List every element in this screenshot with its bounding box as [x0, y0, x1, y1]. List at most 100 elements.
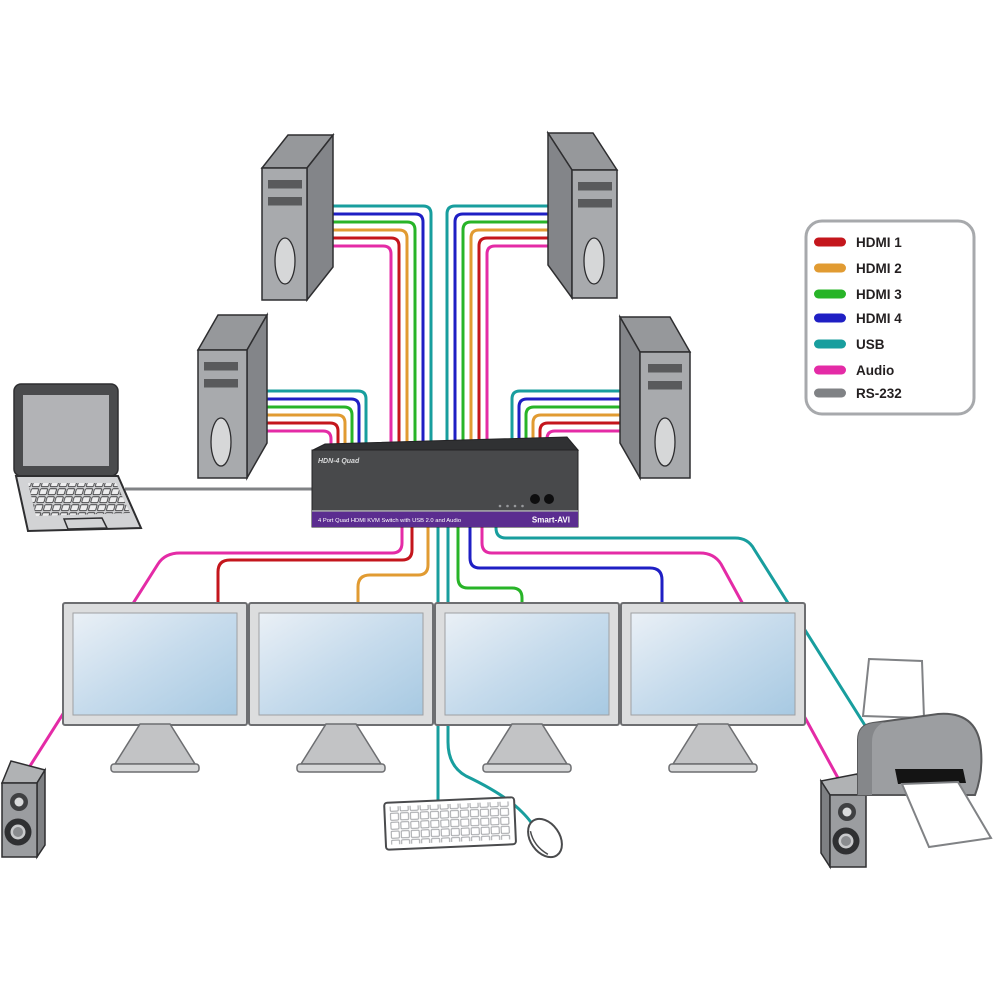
laptop-trackpad	[62, 517, 109, 530]
cables-computer-mid-left	[230, 389, 368, 447]
computer-mid-left	[196, 312, 269, 481]
printer-body-shade	[858, 722, 884, 795]
monitor-stand	[485, 723, 569, 765]
legend-label-rs232: RS-232	[856, 386, 902, 401]
speaker-side	[36, 767, 46, 860]
switch-brand-label: Smart-AVI	[532, 516, 570, 525]
monitor-stand	[671, 723, 755, 765]
switch-leds	[498, 504, 524, 508]
cable-hdmi4	[230, 397, 361, 447]
switch-model-label: HDN-4 Quad	[318, 458, 360, 465]
cable-hdmi4	[517, 397, 660, 447]
monitor-4	[620, 602, 806, 773]
speaker-tweeter-core	[842, 807, 852, 817]
drive-bay	[648, 364, 682, 373]
switch-knob	[544, 494, 554, 504]
cable-audio	[230, 429, 333, 447]
power-button	[583, 237, 605, 285]
legend-swatch-hdmi1	[814, 237, 846, 247]
monitor-1	[62, 602, 248, 773]
legend-label-audio: Audio	[856, 363, 894, 378]
cable-hdmi3	[230, 405, 354, 447]
printer-paper-input	[861, 657, 926, 720]
cables-computer-top-left	[300, 204, 433, 447]
legend-swatch-hdmi3	[814, 289, 846, 299]
cable-hdmi1	[230, 421, 340, 447]
legend-label-hdmi2: HDMI 2	[856, 261, 902, 276]
legend-swatch-audio	[814, 365, 846, 375]
legend: HDMI 1 HDMI 2 HDMI 3 HDMI 4 USB Audio RS…	[804, 219, 976, 416]
mouse	[527, 817, 563, 859]
cables-outputs	[28, 487, 868, 829]
legend-label-hdmi1: HDMI 1	[856, 235, 902, 250]
legend-label-usb: USB	[856, 337, 885, 352]
keyboard	[383, 796, 517, 851]
drive-bay	[204, 379, 238, 388]
monitor-stand-base	[482, 763, 572, 773]
power-button	[210, 417, 232, 467]
monitor-stand	[299, 723, 383, 765]
cable-hdmi4-monitor4	[468, 524, 664, 610]
cable-hdmi3	[461, 220, 580, 447]
cable-usb	[510, 389, 660, 447]
drive-bay	[648, 381, 682, 390]
switch-stripe-highlight	[312, 510, 578, 512]
monitor-screen	[444, 612, 610, 716]
power-button	[274, 237, 296, 285]
cable-usb-printer	[494, 524, 868, 728]
cables-computer-top-right	[445, 204, 580, 447]
legend-box	[804, 219, 976, 416]
cable-hdmi2	[469, 228, 580, 447]
laptop	[13, 383, 143, 533]
switch-purple-stripe	[312, 511, 578, 527]
cable-hdmi4	[300, 212, 425, 447]
cable-hdmi1	[300, 236, 401, 447]
monitor-stand-base	[296, 763, 386, 773]
legend-label-hdmi3: HDMI 3	[856, 287, 902, 302]
drive-bay	[268, 197, 302, 206]
legend-label-hdmi4: HDMI 4	[856, 311, 902, 326]
monitor-screen	[72, 612, 238, 716]
cable-hdmi3	[524, 405, 660, 447]
computer-top-right	[546, 130, 619, 301]
printer	[857, 657, 993, 849]
speaker-tweeter-core	[14, 797, 24, 807]
cable-hdmi1-monitor1	[216, 524, 414, 610]
cable-hdmi2	[531, 413, 660, 447]
cable-usb-mouse	[446, 524, 536, 829]
drive-bay	[578, 182, 612, 191]
cable-usb	[445, 204, 580, 447]
monitor-2	[248, 602, 434, 773]
monitor-3	[434, 602, 620, 773]
cable-usb	[300, 204, 433, 447]
cable-hdmi2	[230, 413, 347, 447]
legend-swatch-hdmi4	[814, 313, 846, 323]
cable-hdmi3-monitor3	[456, 524, 524, 610]
monitor-stand	[113, 723, 197, 765]
switch-knob	[530, 494, 540, 504]
speaker-woofer-core	[841, 836, 851, 846]
cable-hdmi3	[300, 220, 417, 447]
computer-top-left	[260, 132, 335, 303]
laptop-keys	[28, 483, 130, 516]
printer-paper-output	[900, 780, 993, 849]
power-button	[654, 417, 676, 467]
cable-audio-right-speaker	[480, 524, 840, 779]
kvm-switch: HDN-4 Quad 4 Port Quad HDMI KVM Switch w…	[311, 436, 580, 528]
speaker-woofer-core	[13, 827, 23, 837]
monitor-screen	[258, 612, 424, 716]
mouse-body	[527, 817, 563, 859]
monitor-stand-base	[668, 763, 758, 773]
cables-computer-mid-right	[510, 389, 660, 447]
speaker-left	[0, 760, 47, 860]
drive-bay	[204, 362, 238, 371]
drive-bay	[578, 199, 612, 208]
speaker-right	[819, 773, 868, 870]
printer-slot	[895, 769, 966, 784]
cable-hdmi2-monitor2	[356, 524, 430, 610]
cable-hdmi4	[453, 212, 580, 447]
computer-mid-right	[618, 314, 692, 481]
legend-swatch-rs232	[814, 388, 846, 398]
